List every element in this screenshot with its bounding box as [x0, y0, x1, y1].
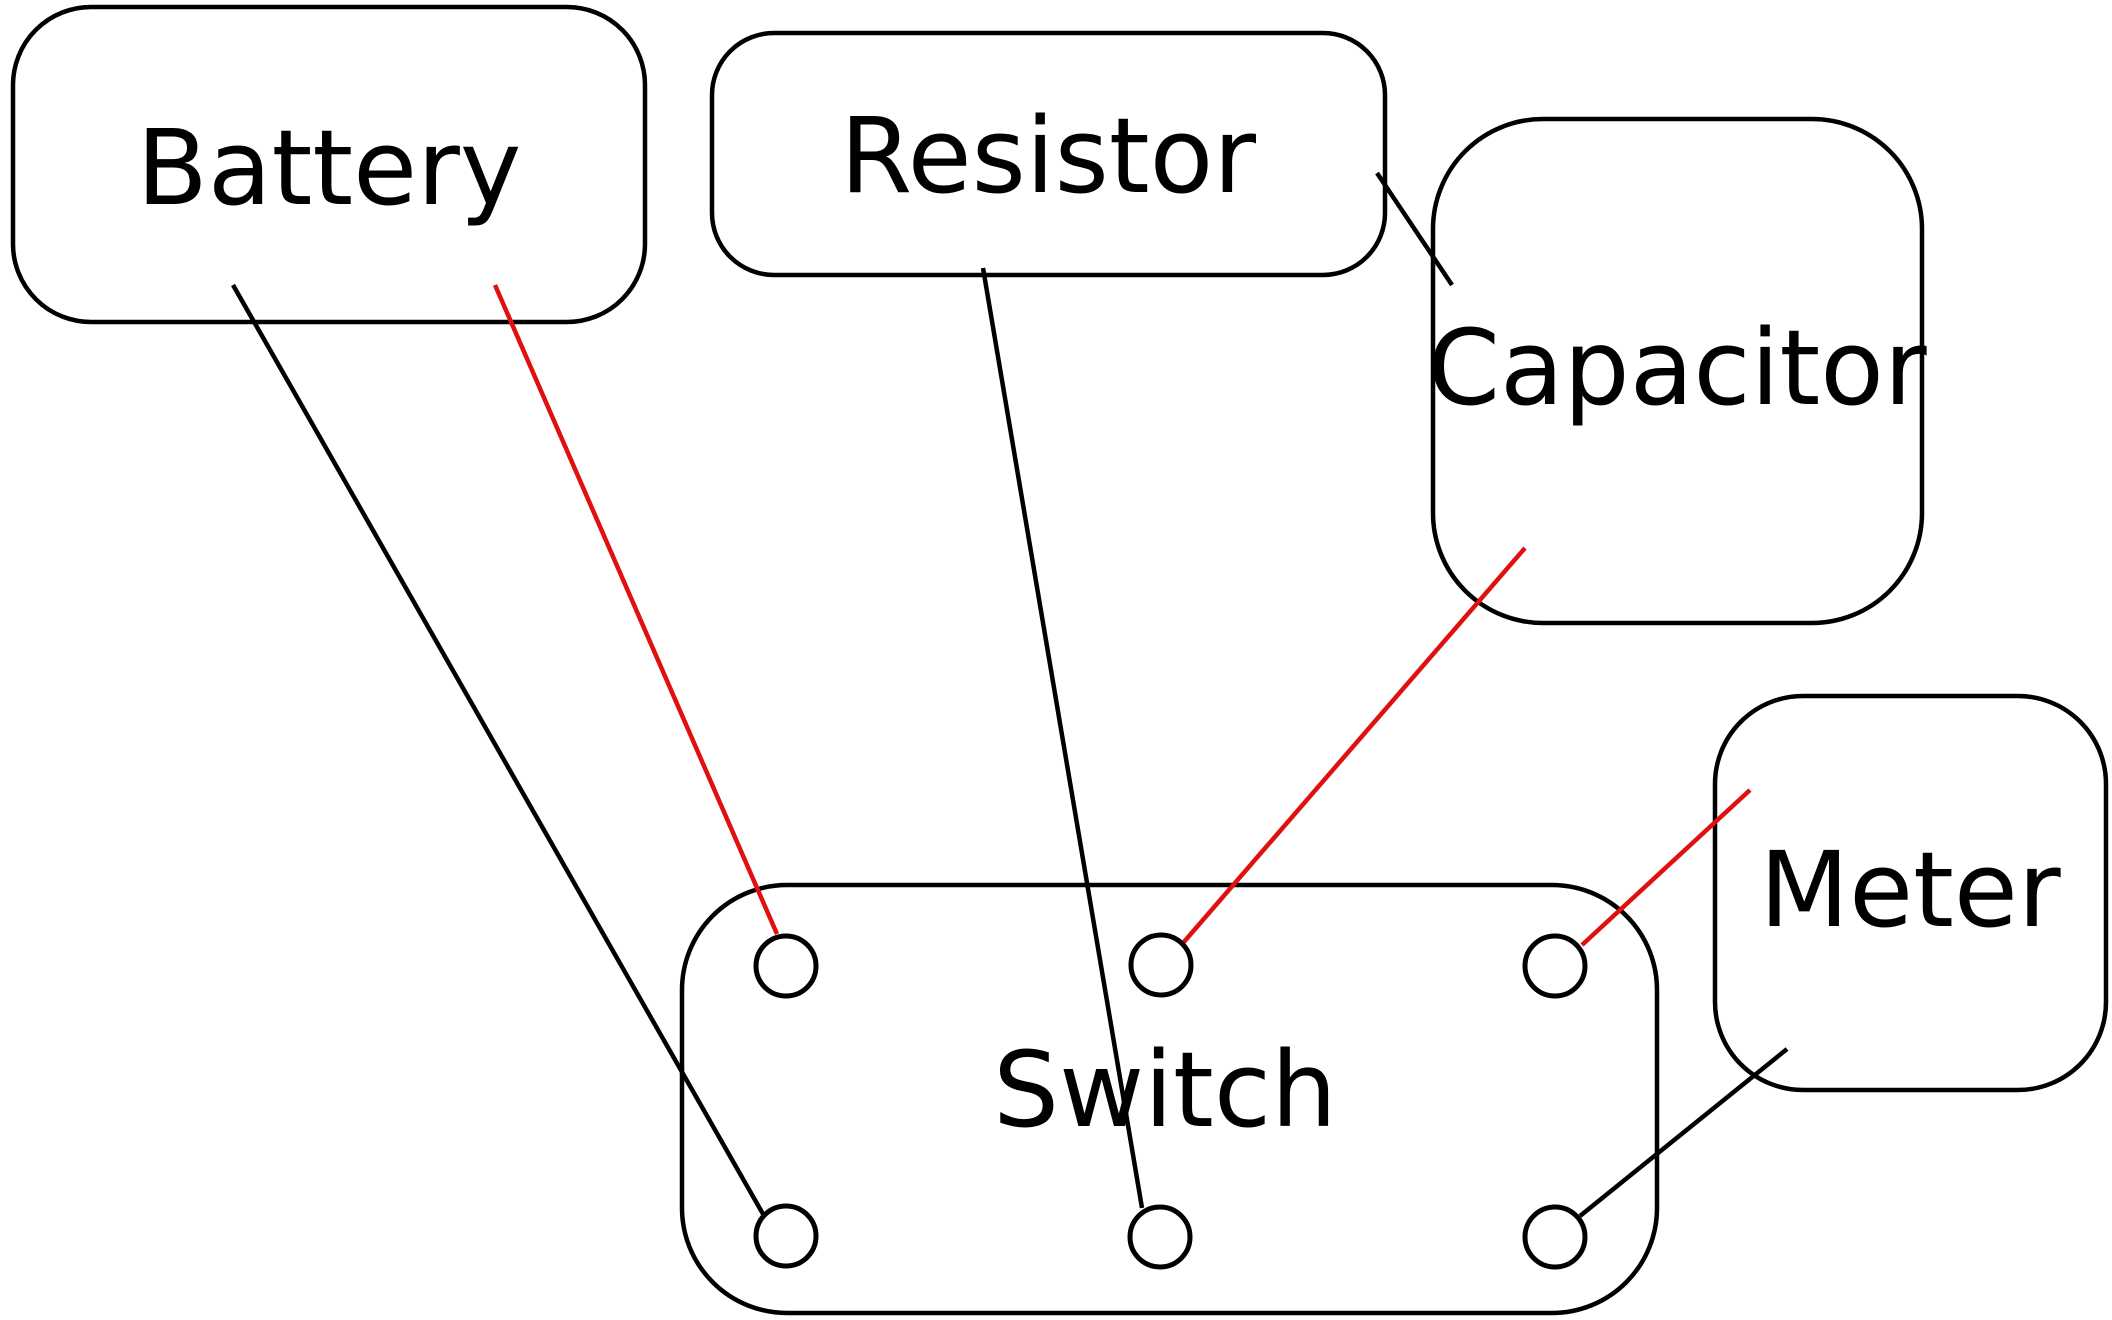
switch-terminal-bottom-middle[interactable] — [1127, 1204, 1193, 1270]
node-resistor-label: Resistor — [840, 95, 1256, 217]
wire-meter-to-top-right-terminal[interactable] — [1580, 788, 1752, 947]
switch-terminal-bottom-left[interactable] — [753, 1203, 819, 1269]
switch-terminal-top-left[interactable] — [753, 933, 819, 999]
node-meter-label: Meter — [1759, 829, 2060, 951]
switch-terminal-top-middle[interactable] — [1128, 932, 1194, 998]
node-capacitor-label: Capacitor — [1427, 307, 1927, 429]
terminals-layer — [753, 932, 1588, 1270]
switch-terminal-bottom-right[interactable] — [1522, 1204, 1588, 1270]
wire-battery-to-top-left-terminal[interactable] — [492, 284, 780, 935]
wire-battery-to-bottom-left-terminal[interactable] — [231, 283, 765, 1216]
node-battery-label: Battery — [137, 107, 522, 229]
node-boxes-layer — [10, 4, 2109, 1316]
node-meter-box[interactable] — [1712, 693, 2109, 1093]
node-resistor-box[interactable] — [709, 30, 1388, 278]
switch-terminal-top-right[interactable] — [1522, 933, 1588, 999]
wire-resistor-to-capacitor[interactable] — [1375, 171, 1454, 287]
node-switch-label: Switch — [993, 1029, 1337, 1151]
wires-layer — [231, 171, 1789, 1218]
node-capacitor-box[interactable] — [1430, 116, 1925, 626]
node-switch-box[interactable] — [679, 882, 1660, 1316]
wire-resistor-to-bottom-middle-terminal[interactable] — [980, 267, 1145, 1209]
wire-meter-to-bottom-right-terminal[interactable] — [1578, 1047, 1789, 1218]
node-battery-box[interactable] — [10, 4, 648, 325]
wire-capacitor-to-top-middle-terminal[interactable] — [1181, 546, 1527, 945]
